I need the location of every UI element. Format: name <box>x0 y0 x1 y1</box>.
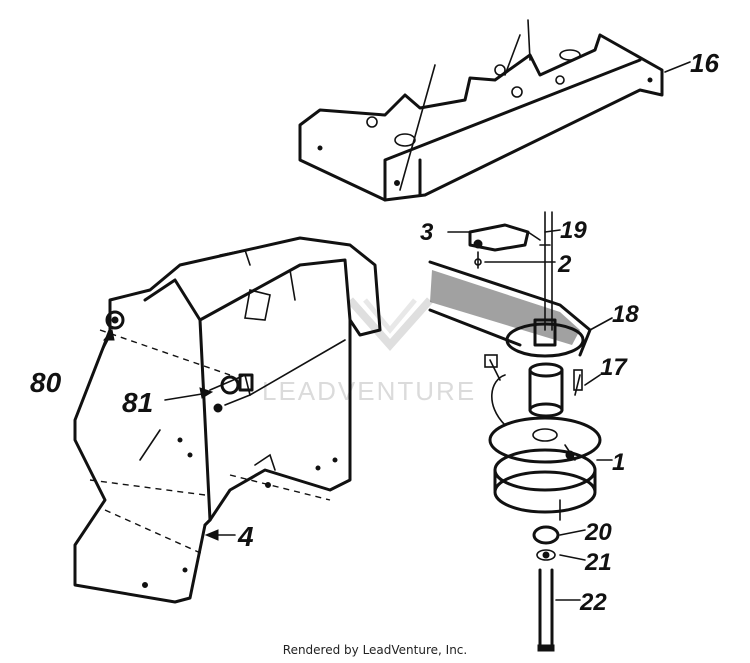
idler-bracket-part-19: 3 19 2 <box>420 217 587 278</box>
part-label-81: 81 <box>122 387 153 418</box>
part-label-2: 2 <box>557 251 572 278</box>
part-label-20: 20 <box>584 519 612 546</box>
part-label-22: 22 <box>579 589 607 616</box>
fastener-stack-parts-20-22: 20 21 22 <box>532 519 612 652</box>
part-label-1: 1 <box>612 449 625 476</box>
watermark-logo: LEADVENTURE <box>262 297 476 406</box>
belt-guard-part-4: 80 81 4 <box>30 236 382 604</box>
drive-belt-part-18: 18 <box>428 211 639 357</box>
part-label-3: 3 <box>420 219 434 246</box>
part-label-21: 21 <box>584 549 612 576</box>
part-label-16: 16 <box>690 48 719 78</box>
part-label-19: 19 <box>560 217 587 244</box>
part-label-17: 17 <box>600 354 628 381</box>
frame-bracket-part-16: 16 <box>298 19 719 202</box>
watermark-text: LEADVENTURE <box>262 376 476 406</box>
footer-credit: Rendered by LeadVenture, Inc. <box>282 643 468 657</box>
electric-clutch-part-1: 17 1 <box>484 318 628 521</box>
part-label-80: 80 <box>30 367 62 398</box>
part-label-18: 18 <box>612 301 639 328</box>
part-label-4: 4 <box>237 521 254 552</box>
